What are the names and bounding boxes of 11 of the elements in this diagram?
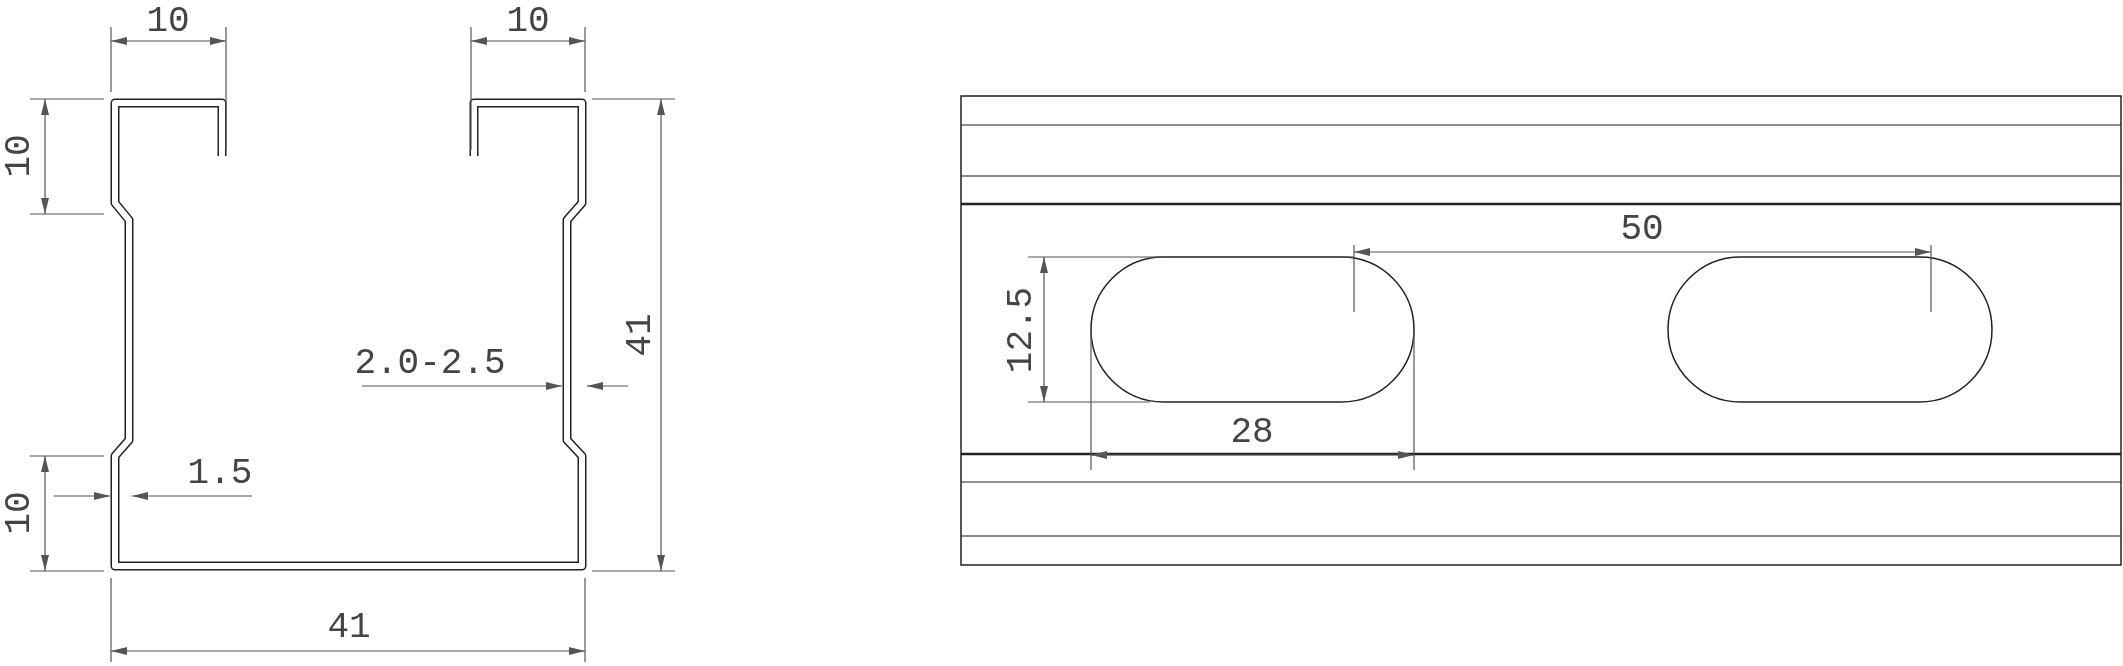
dimension-value: 10 bbox=[146, 4, 190, 40]
dimension-value: 41 bbox=[327, 610, 371, 646]
dimension-value: 28 bbox=[1230, 415, 1274, 451]
dimension-value: 50 bbox=[1620, 212, 1664, 248]
dimension-value: 2.0-2.5 bbox=[354, 346, 506, 382]
dimension-value: 41 bbox=[623, 313, 659, 357]
dimension-value: 12.5 bbox=[1004, 286, 1040, 374]
dimension-value: 10 bbox=[506, 4, 550, 40]
dimension-value: 10 bbox=[2, 134, 38, 178]
dimension-value: 1.5 bbox=[187, 456, 253, 492]
dimension-value: 10 bbox=[2, 491, 38, 535]
